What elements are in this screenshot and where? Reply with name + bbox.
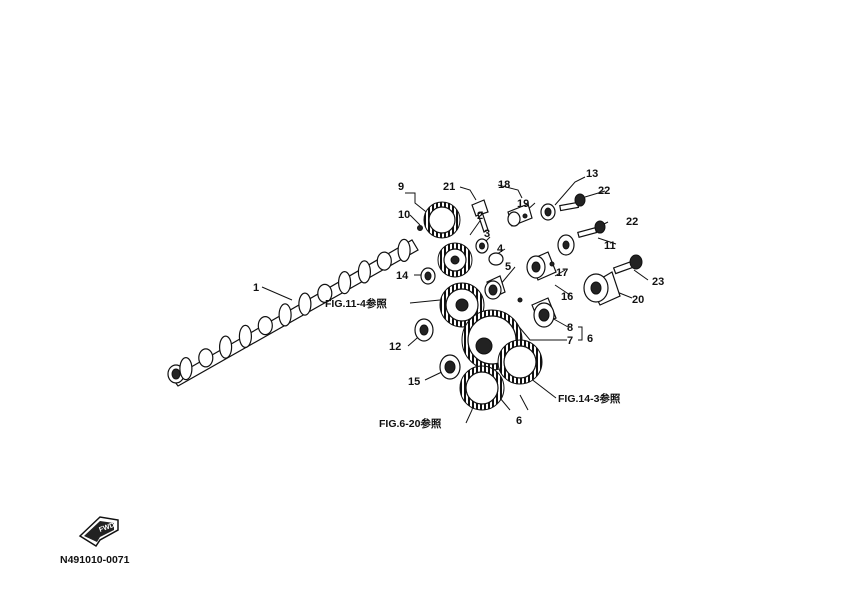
bush-5 bbox=[484, 275, 506, 300]
bolt-21 bbox=[471, 199, 489, 233]
washer-3 bbox=[475, 238, 489, 254]
pin-17 bbox=[549, 261, 555, 267]
washer-11 bbox=[557, 234, 575, 256]
collar-15 bbox=[439, 354, 461, 380]
pin-19 bbox=[522, 213, 528, 219]
callout-9: 9 bbox=[398, 181, 404, 193]
camshaft-lobe bbox=[338, 271, 352, 295]
callout-2: 2 bbox=[477, 210, 483, 222]
callout-21: 21 bbox=[443, 181, 455, 193]
callout-20: 20 bbox=[632, 294, 644, 306]
callout-22-upper: 22 bbox=[598, 185, 610, 197]
camshaft-lobe bbox=[357, 260, 371, 284]
reference-fig11: FIG.11-4参照 bbox=[325, 297, 387, 310]
gear-6 bbox=[497, 339, 543, 385]
reference-fig6: FIG.6-20参照 bbox=[379, 417, 442, 430]
camshaft-lobe bbox=[397, 238, 411, 262]
camshaft-lobe bbox=[238, 324, 252, 348]
callout-18: 18 bbox=[498, 179, 510, 191]
spacer-18 bbox=[507, 203, 533, 227]
washer-13 bbox=[540, 203, 556, 221]
gear-2 bbox=[437, 242, 473, 278]
camshaft-lobe bbox=[376, 251, 392, 271]
callout-7: 7 bbox=[567, 335, 573, 347]
pin-7 bbox=[517, 297, 523, 303]
callout-12: 12 bbox=[389, 341, 401, 353]
bolt-22-upper bbox=[559, 193, 586, 212]
gear-large bbox=[439, 282, 485, 328]
callout-17: 17 bbox=[556, 267, 568, 279]
callout-22-lower: 22 bbox=[626, 216, 638, 228]
washer-12 bbox=[414, 318, 434, 342]
callout-11: 11 bbox=[604, 240, 616, 252]
callout-1: 1 bbox=[253, 282, 259, 294]
callout-13: 13 bbox=[586, 168, 598, 180]
callout-19: 19 bbox=[517, 198, 529, 210]
bolt-22-lower bbox=[577, 220, 606, 238]
callout-3: 3 bbox=[484, 228, 490, 240]
reference-fig14: FIG.14-3参照 bbox=[558, 392, 621, 405]
camshaft bbox=[167, 238, 419, 387]
callout-6-gear: 6 bbox=[516, 415, 522, 427]
camshaft-lobe bbox=[179, 357, 193, 381]
bracket-6 bbox=[578, 326, 583, 341]
camshaft-lobe bbox=[219, 335, 233, 359]
bush-4 bbox=[488, 252, 504, 266]
callout-4: 4 bbox=[497, 243, 504, 255]
bush-16 bbox=[526, 251, 557, 281]
camshaft-lobe bbox=[278, 303, 292, 327]
camshaft-lobe bbox=[198, 348, 214, 368]
callout-5: 5 bbox=[505, 261, 511, 273]
gear-9 bbox=[423, 201, 461, 239]
camshaft-lobe bbox=[257, 316, 273, 336]
pin-10 bbox=[417, 225, 423, 231]
bolt-23 bbox=[612, 254, 643, 275]
camshaft-lobe bbox=[298, 292, 312, 316]
drawing-code: N491010-0071 bbox=[60, 554, 130, 566]
callout-15: 15 bbox=[408, 376, 420, 388]
callout-23: 23 bbox=[652, 276, 664, 288]
fwd-arrow-icon: FWD bbox=[78, 516, 119, 548]
callout-8: 8 bbox=[567, 322, 573, 334]
sprocket-fig6 bbox=[459, 365, 505, 411]
callout-10: 10 bbox=[398, 209, 410, 221]
washer-14 bbox=[420, 267, 436, 285]
callout-14: 14 bbox=[396, 270, 409, 282]
callout-16: 16 bbox=[561, 291, 573, 303]
housing-20 bbox=[583, 271, 621, 306]
callout-6-group: 6 bbox=[587, 333, 593, 345]
camshaft-lobe bbox=[317, 283, 333, 303]
collar-8 bbox=[531, 297, 557, 328]
